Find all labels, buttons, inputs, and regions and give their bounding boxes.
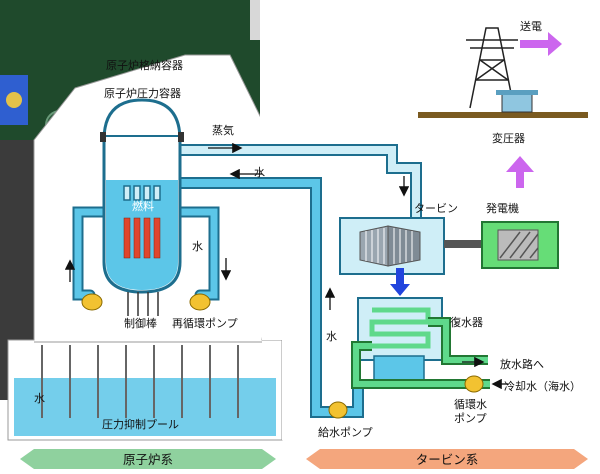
- label-steam: 蒸気: [212, 123, 234, 137]
- label-cooling-water: 冷却水（海水）: [504, 379, 581, 393]
- reactor-system-band: 原子炉系: [20, 449, 276, 469]
- label-transmission: 送電: [520, 19, 542, 33]
- substation-floor: [418, 112, 588, 118]
- label-feed-pump: 給水ポンプ: [318, 425, 373, 439]
- label-condenser: 復水器: [450, 316, 483, 329]
- label-pressure-vessel: 原子炉圧力容器: [104, 86, 181, 100]
- label-generator: 発電機: [486, 201, 519, 215]
- turbine-system-band: タービン系: [306, 449, 588, 469]
- recirc-pump-right: [190, 294, 210, 310]
- label-fuel: 燃料: [132, 199, 154, 213]
- label-circ-pump-1: 循環水: [454, 398, 487, 411]
- label-suppression-pool: 圧力抑制プール: [102, 417, 179, 431]
- label-water-top: 水: [254, 166, 265, 179]
- generator: [482, 222, 558, 268]
- label-water-inner: 水: [192, 240, 203, 253]
- label-turbine-system: タービン系: [416, 452, 479, 467]
- label-circ-pump-2: ポンプ: [454, 412, 487, 425]
- label-pool-water: 水: [34, 392, 45, 405]
- label-discharge: 放水路へ: [500, 357, 544, 371]
- reactor-pressure-vessel: [100, 100, 184, 292]
- label-transformer: 変圧器: [492, 131, 525, 145]
- label-containment: 原子炉格納容器: [106, 58, 183, 72]
- label-control-rod: 制御棒: [124, 316, 157, 330]
- label-water-left: 水: [326, 330, 337, 343]
- recirc-pump-left: [82, 294, 102, 310]
- feed-water-pump: [329, 402, 347, 418]
- circ-water-pump: [465, 376, 483, 392]
- label-turbine: タービン: [414, 202, 458, 215]
- label-reactor-system: 原子炉系: [123, 452, 173, 467]
- label-recirc-pump: 再循環ポンプ: [172, 317, 238, 330]
- transformer: [496, 90, 538, 112]
